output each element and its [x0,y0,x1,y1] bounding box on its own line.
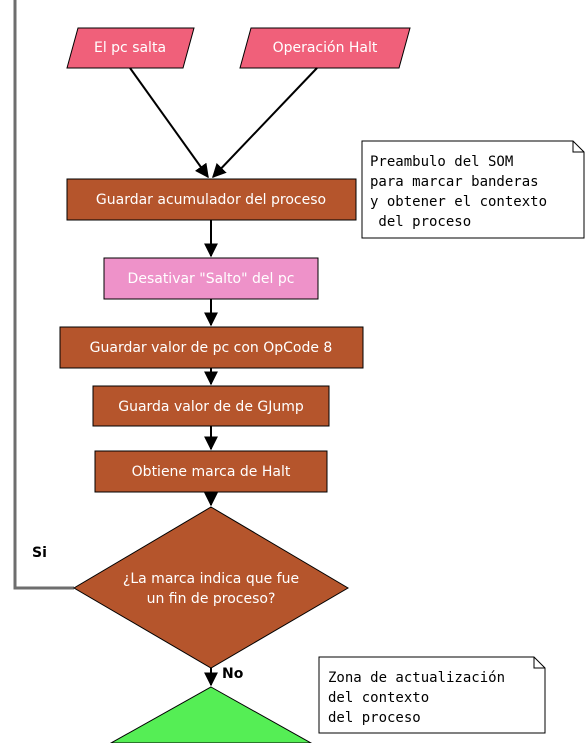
step-get-halt-mark-label: Obtiene marca de Halt [132,464,291,480]
note-preamble-line-3: y obtener el contexto [370,194,547,210]
step-save-pc-label: Guardar valor de pc con OpCode 8 [90,340,333,356]
next-decision-shape [109,686,313,743]
yes-label: Si [32,545,47,561]
note-preamble-line-2: para marcar banderas [370,174,539,190]
step-get-halt-mark: Obtiene marca de Halt [94,450,328,493]
note-update-zone-line-1: Zona de actualización [328,670,505,686]
arrow-halt-op [212,67,318,179]
decision-line-1: ¿La marca indica que fue [123,571,299,587]
step-save-pc: Guardar valor de pc con OpCode 8 [59,326,364,369]
note-update-zone-line-2: del contexto [328,690,429,706]
input-pc-jump-label: El pc salta [94,40,166,56]
decision-line-2: un fin de proceso? [147,591,276,607]
step-disable-jump-label: Desativar "Salto" del pc [128,271,295,287]
note-preamble-line-4: del proceso [370,214,471,230]
input-halt-op-label: Operación Halt [273,40,378,56]
step-save-gjump-label: Guarda valor de de GJump [118,399,304,415]
yes-loop-line [13,0,74,590]
decision-end-of-process: ¿La marca indica que fue un fin de proce… [73,506,349,669]
input-pc-jump: El pc salta [66,27,195,69]
note-update-zone: Zona de actualización del contexto del p… [318,656,546,734]
arrow-pc-jump [129,67,209,179]
note-update-zone-line-3: del proceso [328,710,421,726]
no-label: No [222,666,244,682]
step-save-accumulator-label: Guardar acumulador del proceso [96,192,326,208]
note-preamble-line-1: Preambulo del SOM [370,154,513,170]
note-preamble: Preambulo del SOM para marcar banderas y… [361,140,585,239]
step-save-accumulator: Guardar acumulador del proceso [66,178,357,221]
step-save-gjump: Guarda valor de de GJump [92,385,330,427]
input-halt-op: Operación Halt [239,27,411,69]
step-disable-jump: Desativar "Salto" del pc [103,257,319,300]
